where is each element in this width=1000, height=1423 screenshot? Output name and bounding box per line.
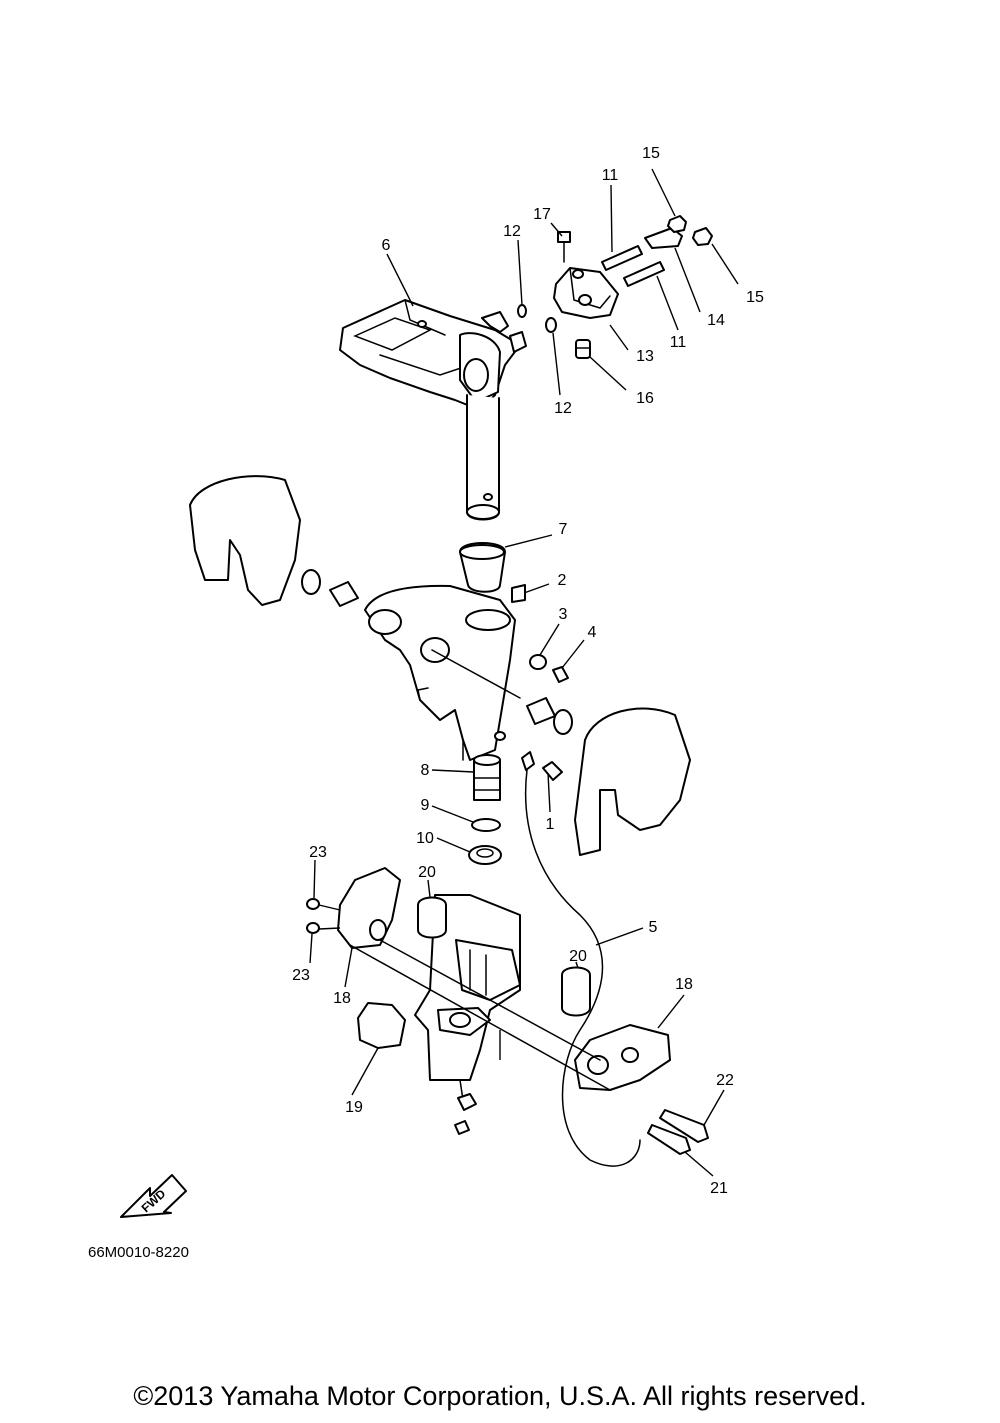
callout-1: 1 — [546, 816, 555, 833]
callout-18-right: 18 — [675, 976, 693, 993]
bushing-8-top-part — [473, 754, 501, 766]
callout-9: 9 — [421, 797, 430, 814]
leader-lines — [309, 168, 739, 1177]
callout-23-upper: 23 — [309, 844, 327, 861]
callout-6: 6 — [382, 237, 391, 254]
callout-21: 21 — [710, 1180, 728, 1197]
callout-7: 7 — [559, 521, 568, 538]
nut-15-upper-part — [667, 215, 687, 233]
callout-11-upper: 11 — [602, 167, 619, 184]
callout-10: 10 — [416, 830, 434, 847]
collar-3-part — [529, 654, 547, 670]
damper-20-upper-part — [417, 896, 447, 939]
link-plate-part — [644, 227, 683, 249]
drawing-code: 66M0010-8220 — [88, 1244, 189, 1261]
callout-4: 4 — [588, 624, 597, 641]
callout-20-lower: 20 — [569, 948, 587, 965]
pivot-axis-line — [431, 649, 521, 699]
copyright-notice: ©2013 Yamaha Motor Corporation, U.S.A. A… — [133, 1381, 867, 1411]
bushing-rim-part — [459, 544, 505, 560]
bolt-22-part — [659, 1109, 709, 1143]
callout-11-lower: 11 — [670, 334, 687, 351]
callout-2: 2 — [558, 572, 567, 589]
nut-15-lower-part — [692, 227, 713, 246]
callout-16: 16 — [636, 390, 654, 407]
mount-ring-left-part — [301, 569, 321, 595]
friction-plate-part — [553, 231, 619, 359]
callout-15-upper: 15 — [642, 145, 660, 162]
callout-18-left: 18 — [333, 990, 351, 1007]
callout-17: 17 — [533, 206, 551, 223]
callout-8: 8 — [421, 762, 430, 779]
swivel-bracket-part — [364, 584, 516, 761]
clamp-axis-line — [349, 944, 611, 1091]
upper-mount-right-part — [574, 707, 691, 856]
damper-20-lower-part — [561, 966, 591, 1017]
callout-labels: 6 12 12 17 11 11 15 15 14 13 16 7 2 3 4 … — [292, 145, 764, 1197]
mount-collar-left-part — [329, 581, 359, 607]
steering-bracket-part — [339, 299, 527, 521]
callout-20-upper: 20 — [418, 864, 436, 881]
washer-12-lower-part — [545, 317, 557, 333]
bolt-4-part — [552, 666, 569, 683]
ground-lead-wire — [524, 769, 641, 1167]
washer-12-upper-part — [517, 304, 527, 318]
ground-terminal-part — [521, 751, 535, 771]
callout-19: 19 — [345, 1099, 363, 1116]
callout-23-lower: 23 — [292, 967, 310, 984]
callout-14: 14 — [707, 312, 725, 329]
o-ring-9-part — [471, 818, 501, 832]
upper-mount-left-part — [189, 475, 301, 606]
callout-13: 13 — [636, 348, 654, 365]
mount-ring-right-part — [553, 709, 573, 735]
fwd-arrow-icon: FWD — [120, 1174, 187, 1218]
plate-2-part — [511, 584, 526, 603]
callout-5: 5 — [649, 919, 658, 936]
callout-15-lower: 15 — [746, 289, 764, 306]
mount-collar-right-part — [526, 697, 556, 725]
stud-bolts-part — [601, 245, 665, 287]
callout-3: 3 — [559, 606, 568, 623]
screw-1-part — [542, 761, 563, 781]
seal-10-part — [468, 845, 502, 865]
rubber-mount-19-part — [357, 1002, 406, 1049]
clamp-18-left-part — [337, 867, 401, 949]
washer-23-lower-part — [306, 922, 320, 934]
callout-12-lower: 12 — [554, 400, 572, 417]
callout-12-upper: 12 — [503, 223, 521, 240]
callout-22: 22 — [716, 1072, 734, 1089]
washer-23-upper-part — [306, 898, 320, 910]
